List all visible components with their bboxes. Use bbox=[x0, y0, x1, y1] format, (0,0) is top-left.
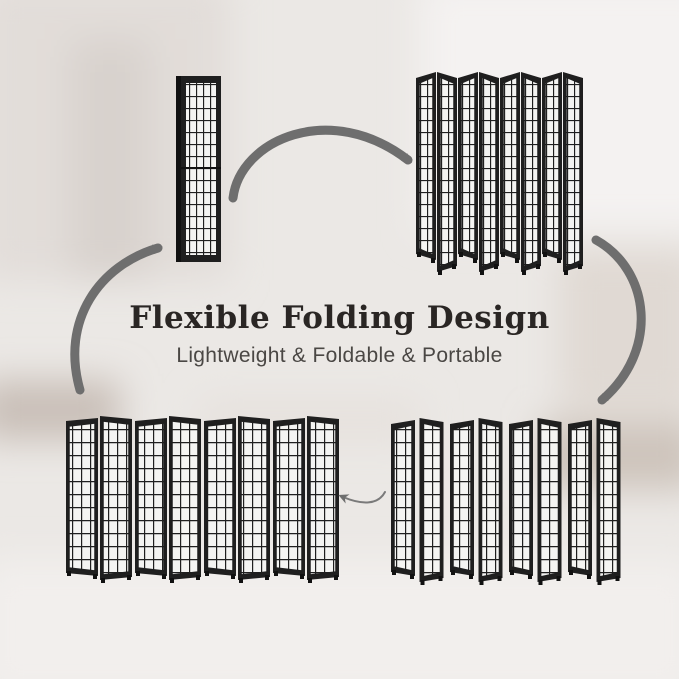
fully-opened-screen bbox=[66, 416, 339, 583]
arrow-open-to-fold-icon bbox=[70, 243, 163, 395]
screen-panel bbox=[66, 418, 98, 579]
arrow-fold-to-partial-icon bbox=[228, 125, 413, 203]
arrow-unfolding-to-open-icon bbox=[338, 491, 386, 504]
screen-panel bbox=[500, 72, 520, 263]
screen-panel bbox=[416, 72, 436, 263]
folded-screen bbox=[176, 76, 221, 262]
subline: Lightweight & Foldable & Portable bbox=[176, 344, 503, 367]
screen-panel bbox=[391, 420, 415, 579]
screen-panel bbox=[204, 418, 236, 579]
unfolding-screen bbox=[391, 418, 621, 585]
screen-panel bbox=[273, 418, 305, 579]
arrow-partial-to-unfolding-icon bbox=[591, 235, 646, 405]
screen-panel bbox=[437, 72, 457, 275]
screen-panel bbox=[596, 418, 621, 585]
screen-panel bbox=[419, 418, 444, 585]
screen-panel bbox=[568, 420, 592, 579]
screen-panel bbox=[478, 418, 503, 585]
screen-panel bbox=[537, 418, 562, 585]
screen-panel bbox=[307, 416, 339, 583]
screen-panel bbox=[542, 72, 562, 263]
screen-panel bbox=[100, 416, 132, 583]
screen-panel bbox=[135, 418, 167, 579]
screen-panel bbox=[238, 416, 270, 583]
screen-panel bbox=[169, 416, 201, 583]
screen-panel bbox=[450, 420, 474, 579]
headline: Flexible Folding Design bbox=[129, 300, 550, 336]
screen-panel bbox=[479, 72, 499, 275]
partially-opened-screen bbox=[416, 72, 583, 275]
screen-panel bbox=[521, 72, 541, 275]
screen-panel bbox=[563, 72, 583, 275]
screen-panel bbox=[458, 72, 478, 263]
screen-panel bbox=[509, 420, 533, 579]
